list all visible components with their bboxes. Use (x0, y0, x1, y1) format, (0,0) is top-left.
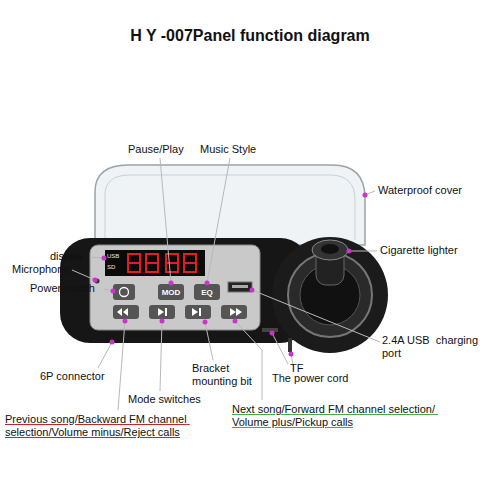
display-text: SD (107, 264, 115, 271)
part-label: 2.4A USB charging port (382, 334, 494, 360)
part-label: Mode switches (128, 393, 201, 406)
display-text: USB (107, 253, 119, 260)
function-note: Previous song/Backward FM channel select… (5, 413, 227, 439)
button-text: EQ (194, 288, 220, 298)
part-label: Music Style (200, 143, 256, 156)
part-label: Power switch (30, 282, 95, 295)
part-label: Pause/Play (128, 143, 184, 156)
part-label: The power cord (272, 372, 348, 385)
part-label: 6P connector (40, 370, 105, 383)
part-label: Waterproof cover (378, 184, 462, 197)
function-note: Next song/Forward FM channel selection/ … (232, 403, 462, 429)
part-label: display (50, 250, 84, 263)
diagram-title: H Y -007Panel function diagram (40, 26, 460, 45)
part-label: Cigarette lighter (380, 244, 458, 257)
part-label: Microphone (12, 263, 69, 276)
button-text: MOD (158, 288, 184, 298)
part-label: Bracket mounting bit (192, 362, 252, 388)
